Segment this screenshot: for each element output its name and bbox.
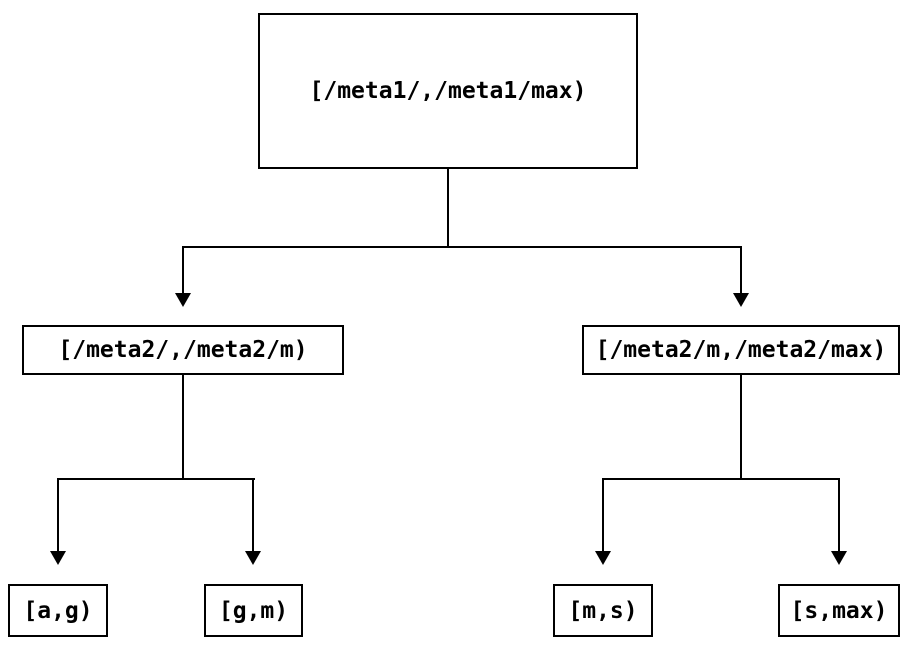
edge-right-crossbar [602, 478, 840, 480]
arrowhead-down-icon [733, 293, 749, 307]
node-leaf-a-g: [a,g) [8, 584, 108, 637]
arrowhead-down-icon [175, 293, 191, 307]
edge-right-right-drop [838, 478, 840, 551]
arrowhead-down-icon [50, 551, 66, 565]
edge-right-left-drop [602, 478, 604, 551]
edge-left-right-drop [252, 478, 254, 551]
arrowhead-down-icon [831, 551, 847, 565]
node-root-label: [/meta1/,/meta1/max) [309, 78, 587, 104]
node-left-child-label: [/meta2/,/meta2/m) [58, 337, 308, 363]
node-leaf-m-s: [m,s) [553, 584, 653, 637]
node-leaf-m-s-label: [m,s) [568, 597, 638, 624]
edge-left-stem [182, 375, 184, 480]
edge-left-crossbar [57, 478, 255, 480]
edge-root-stem [447, 169, 449, 247]
edge-right-stem [740, 375, 742, 480]
node-right-child: [/meta2/m,/meta2/max) [582, 325, 900, 375]
edge-left-left-drop [57, 478, 59, 551]
edge-root-right-drop [740, 246, 742, 293]
edge-root-crossbar [182, 246, 742, 248]
node-root: [/meta1/,/meta1/max) [258, 13, 638, 169]
node-leaf-s-max: [s,max) [778, 584, 900, 637]
node-leaf-s-max-label: [s,max) [790, 597, 888, 624]
node-leaf-a-g-label: [a,g) [23, 597, 93, 624]
edge-root-left-drop [182, 246, 184, 293]
node-right-child-label: [/meta2/m,/meta2/max) [595, 337, 887, 363]
node-leaf-g-m-label: [g,m) [218, 597, 289, 624]
node-left-child: [/meta2/,/meta2/m) [22, 325, 344, 375]
arrowhead-down-icon [595, 551, 611, 565]
node-leaf-g-m: [g,m) [204, 584, 303, 637]
arrowhead-down-icon [245, 551, 261, 565]
